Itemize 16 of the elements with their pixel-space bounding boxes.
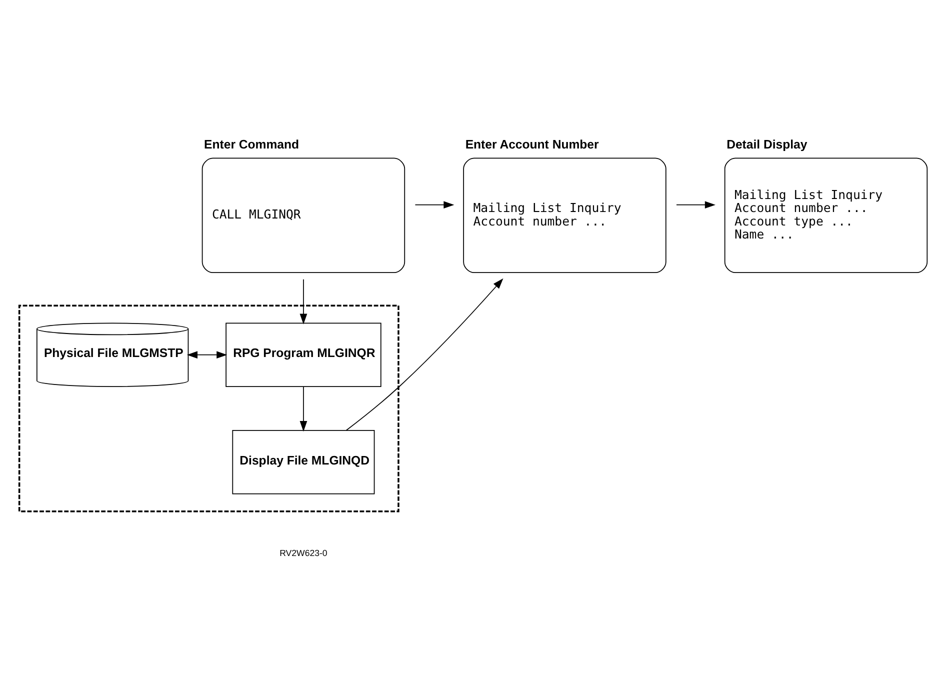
cluster (18, 304, 400, 512)
arrow (676, 201, 716, 209)
node-label: Enter Account Number (465, 138, 599, 152)
node-box: RPG Program MLGINQR (226, 322, 382, 387)
node-box: Display File MLGINQD (232, 430, 375, 494)
node-label: Detail Display (726, 138, 808, 152)
arrow (300, 386, 308, 432)
arrow (186, 351, 228, 359)
arrow (300, 278, 308, 324)
node-box: CALL MLGINQR (202, 158, 406, 274)
arrow (346, 278, 504, 431)
node-label: Enter Command (204, 138, 300, 152)
label: RV2W623-0 (280, 548, 328, 558)
node-box: Mailing List Inquiry Account number ... Account type ... Name ... (724, 158, 928, 274)
arrow (414, 201, 454, 209)
node-box: Mailing List Inquiry Account number ... (463, 158, 666, 274)
